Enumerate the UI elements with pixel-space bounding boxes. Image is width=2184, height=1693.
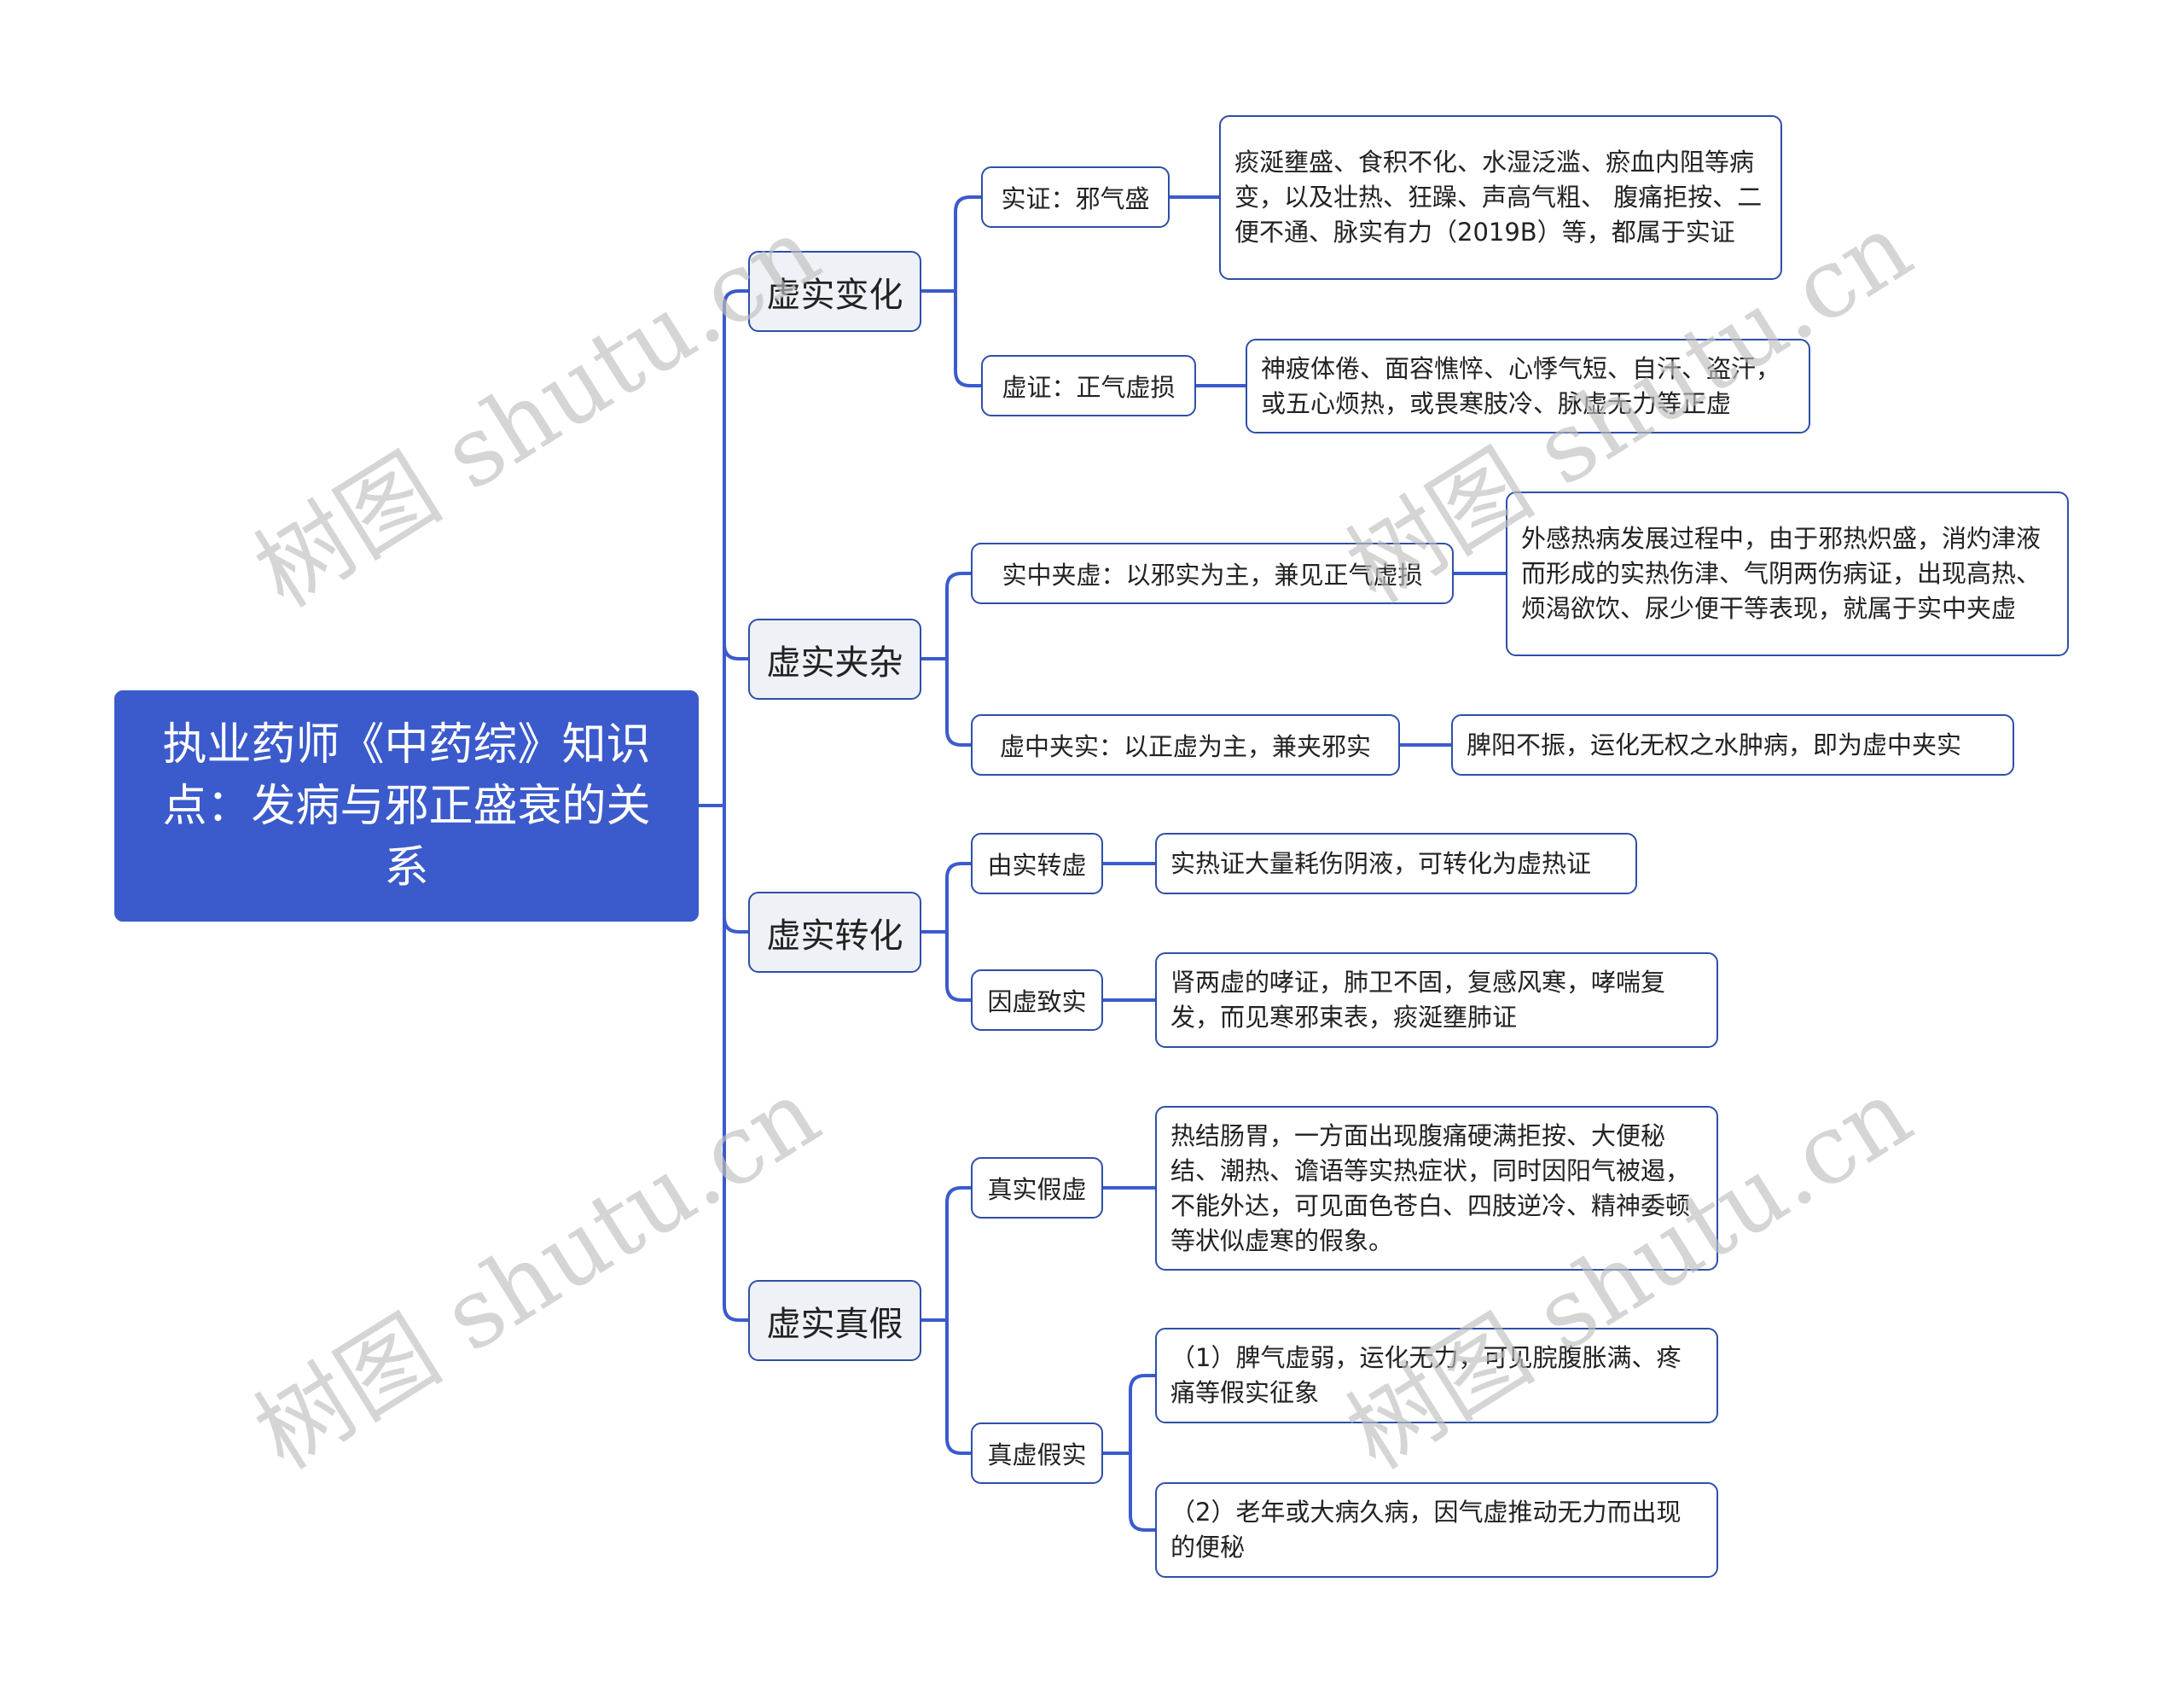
topic-shizhong-jiaxu[interactable]: 实中夹虚：以邪实为主，兼见正气虚损 — [971, 543, 1454, 604]
detail-yinxu-zhishi[interactable]: 肾两虚的哮证，肺卫不固，复感风寒，哮喘复发，而见寒邪束表，痰涎壅肺证 — [1155, 952, 1718, 1048]
detail-zhenxu-jiashi-2[interactable]: （2）老年或大病久病，因气虚推动无力而出现的便秘 — [1155, 1482, 1718, 1578]
detail-zhenxu-jiashi-1[interactable]: （1）脾气虚弱，运化无力，可见脘腹胀满、疼痛等假实征象 — [1155, 1328, 1718, 1423]
branch-xushi-jiaza[interactable]: 虚实夹杂 — [748, 619, 921, 700]
root-node[interactable]: 执业药师《中药综》知识点：发病与邪正盛衰的关系 — [114, 690, 699, 922]
branch-label: 虚实真假 — [766, 1304, 903, 1344]
detail-text: （1）脾气虚弱，运化无力，可见脘腹胀满、疼痛等假实征象 — [1170, 1343, 1682, 1407]
detail-text: 神疲体倦、面容憔悴、心悸气短、自汗、盗汗，或五心烦热，或畏寒肢冷、脉虚无力等正虚 — [1261, 353, 1781, 418]
detail-shizheng[interactable]: 痰涎壅盛、食积不化、水湿泛滥、瘀血内阻等病变，以及壮热、狂躁、声高气粗、 腹痛拒… — [1219, 115, 1782, 280]
topic-label: 因虚致实 — [987, 987, 1087, 1016]
topic-label: 真虚假实 — [987, 1440, 1087, 1469]
detail-shizhong-jiaxu[interactable]: 外感热病发展过程中，由于邪热炽盛，消灼津液而形成的实热伤津、气阴两伤病证，出现高… — [1506, 492, 2069, 656]
branch-label: 虚实转化 — [766, 916, 903, 956]
detail-text: 外感热病发展过程中，由于邪热炽盛，消灼津液而形成的实热伤津、气阴两伤病证，出现高… — [1521, 524, 2042, 623]
detail-zhenshi-jiaxu[interactable]: 热结肠胃，一方面出现腹痛硬满拒按、大便秘结、潮热、谵语等实热症状，同时因阳气被遏… — [1155, 1106, 1718, 1271]
branch-xushi-zhuanhua[interactable]: 虚实转化 — [748, 892, 921, 973]
detail-text: 热结肠胃，一方面出现腹痛硬满拒按、大便秘结、潮热、谵语等实热症状，同时因阳气被遏… — [1170, 1120, 1691, 1255]
detail-text: 实热证大量耗伤阴液，可转化为虚热证 — [1170, 848, 1592, 878]
topic-label: 实证：邪气盛 — [1001, 184, 1150, 213]
branch-label: 虚实变化 — [766, 275, 903, 315]
topic-shizheng[interactable]: 实证：邪气盛 — [981, 166, 1170, 228]
topic-youshi-zhuanxu[interactable]: 由实转虚 — [971, 833, 1103, 894]
topic-label: 虚中夹实：以正虚为主，兼夹邪实 — [999, 732, 1371, 761]
topic-label: 由实转虚 — [987, 851, 1087, 880]
topic-zhenxu-jiashi[interactable]: 真虚假实 — [971, 1422, 1103, 1484]
detail-xuzhong-jiashi[interactable]: 脾阳不振，运化无权之水肿病，即为虚中夹实 — [1451, 714, 2014, 776]
detail-youshi-zhuanxu[interactable]: 实热证大量耗伤阴液，可转化为虚热证 — [1155, 833, 1637, 894]
detail-text: 脾阳不振，运化无权之水肿病，即为虚中夹实 — [1467, 730, 1962, 759]
topic-label: 虚证：正气虚损 — [1002, 373, 1176, 402]
topic-yinxu-zhishi[interactable]: 因虚致实 — [971, 969, 1103, 1031]
topic-label: 实中夹虚：以邪实为主，兼见正气虚损 — [1002, 561, 1423, 590]
topic-label: 真实假虚 — [987, 1175, 1087, 1204]
branch-label: 虚实夹杂 — [766, 643, 903, 683]
branch-xushi-zhenjia[interactable]: 虚实真假 — [748, 1280, 921, 1361]
detail-text: 痰涎壅盛、食积不化、水湿泛滥、瘀血内阻等病变，以及壮热、狂躁、声高气粗、 腹痛拒… — [1234, 148, 1763, 247]
detail-xuzheng[interactable]: 神疲体倦、面容憔悴、心悸气短、自汗、盗汗，或五心烦热，或畏寒肢冷、脉虚无力等正虚 — [1246, 339, 1810, 433]
root-title: 执业药师《中药综》知识点：发病与邪正盛衰的关系 — [162, 719, 651, 893]
detail-text: 肾两虚的哮证，肺卫不固，复感风寒，哮喘复发，而见寒邪束表，痰涎壅肺证 — [1170, 968, 1666, 1032]
topic-xuzhong-jiashi[interactable]: 虚中夹实：以正虚为主，兼夹邪实 — [971, 714, 1400, 776]
branch-xushi-bianhua[interactable]: 虚实变化 — [748, 251, 921, 332]
topic-zhenshi-jiaxu[interactable]: 真实假虚 — [971, 1157, 1103, 1219]
detail-text: （2）老年或大病久病，因气虚推动无力而出现的便秘 — [1170, 1498, 1682, 1562]
topic-xuzheng[interactable]: 虚证：正气虚损 — [981, 355, 1196, 416]
